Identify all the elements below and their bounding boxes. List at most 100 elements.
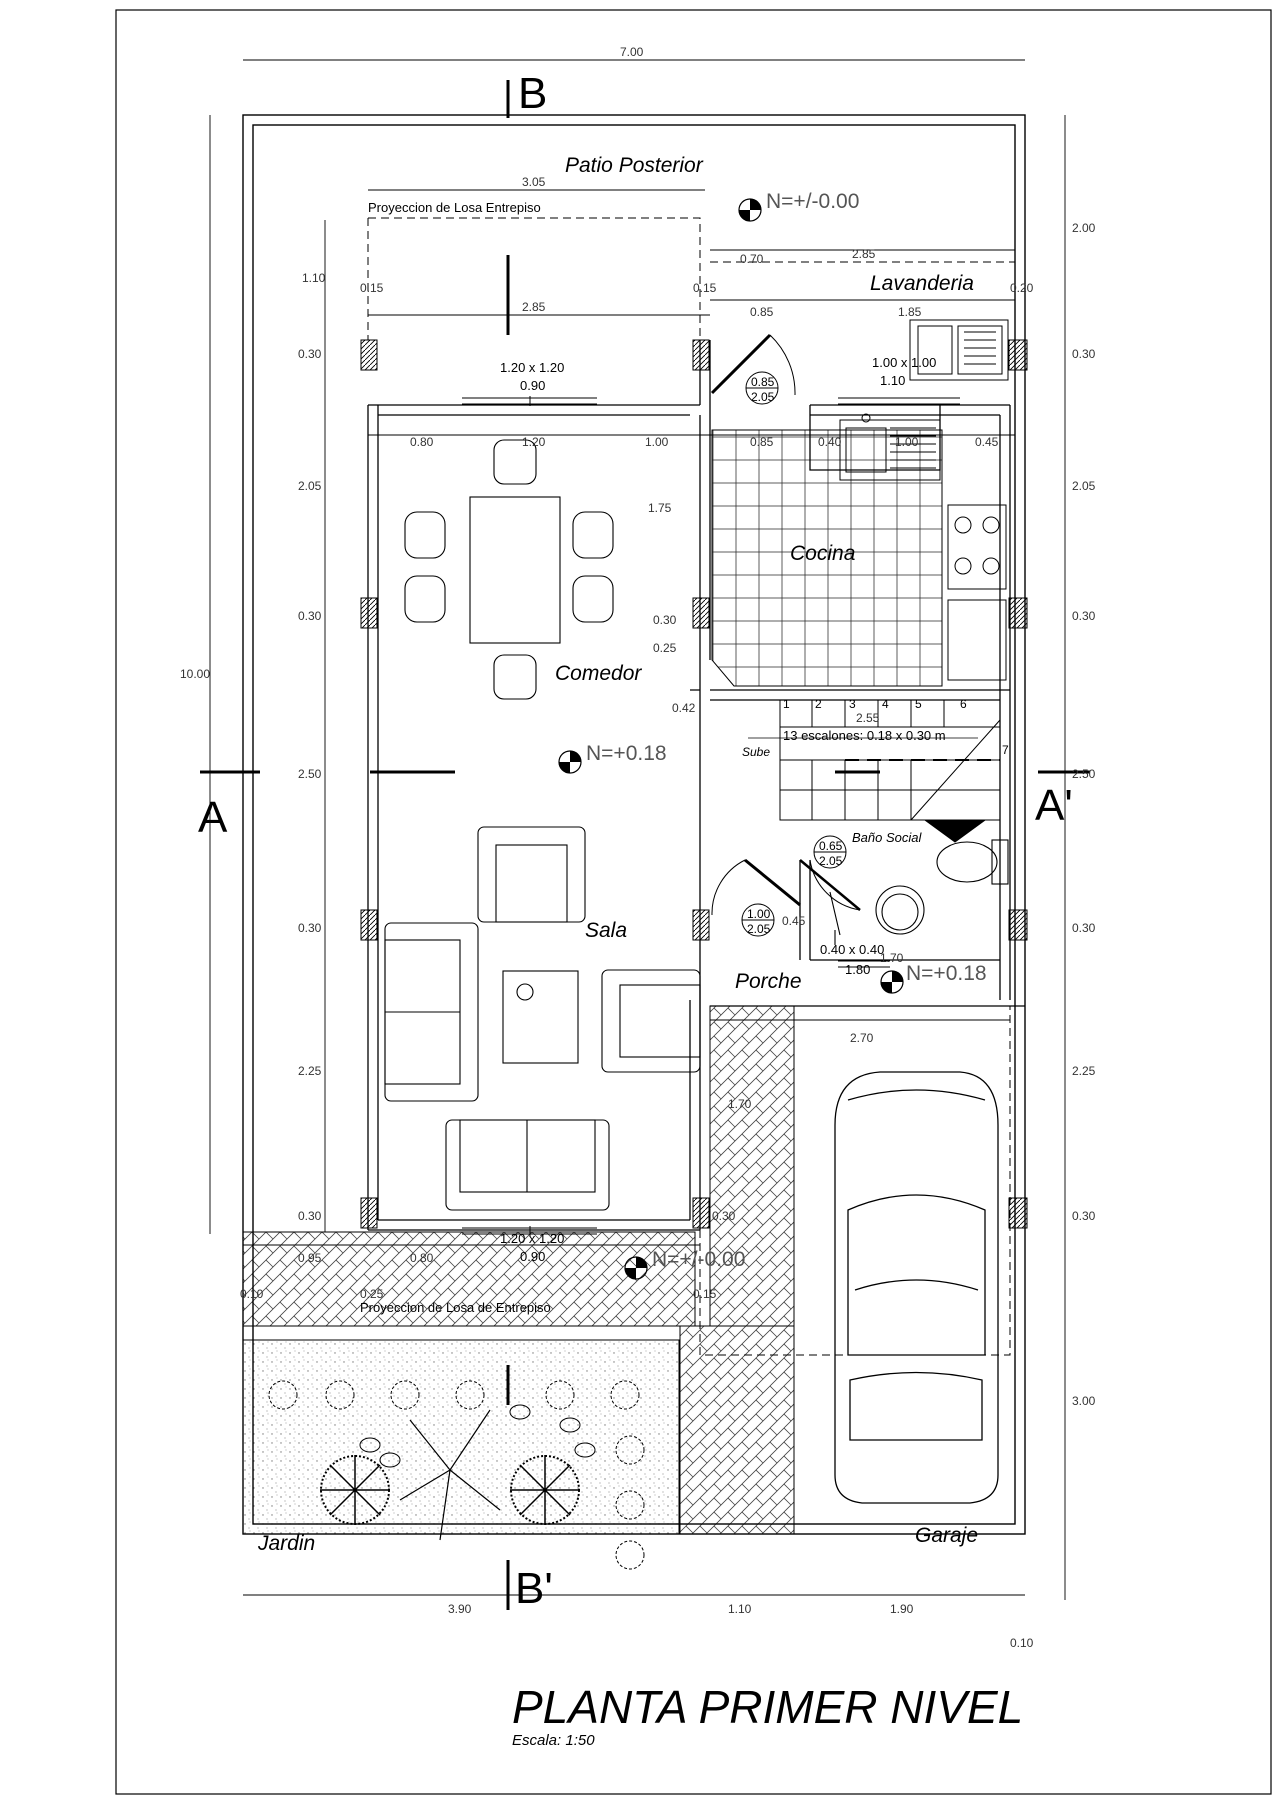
level-text-comedor: N=+0.18 <box>586 742 667 765</box>
stair-number-5: 5 <box>915 697 922 711</box>
stair-number-6: 6 <box>960 697 967 711</box>
plan-scale: Escala: 1:50 <box>512 1732 595 1749</box>
room-label-bano: Baño Social <box>852 830 922 845</box>
dim-patio-width: 3.05 <box>522 175 546 189</box>
window-label-laundry-sill: 1.10 <box>880 373 905 388</box>
section-label-b-top: B <box>518 69 547 118</box>
dim-col-015-b: 0.15 <box>693 281 717 295</box>
level-text-porche: N=+0.18 <box>906 962 987 985</box>
sheet-border <box>115 9 1272 1795</box>
slab-note-top: Proyeccion de Losa Entrepiso <box>368 200 541 215</box>
dim-kitchen-175: 1.75 <box>648 501 672 515</box>
dim-bottom-190: 1.90 <box>890 1602 914 1616</box>
dim-front-030: 0.30 <box>712 1209 736 1223</box>
house-walls <box>367 340 1025 1231</box>
section-label-a-left: A <box>198 793 228 842</box>
dim-laundry-offset: 0.70 <box>740 252 764 266</box>
dim-patio-depth: 1.10 <box>302 271 326 285</box>
window-label-front-sill: 0.90 <box>520 1249 545 1264</box>
dim-right-250: 2.50 <box>1072 767 1096 781</box>
walkway-paving <box>679 1325 795 1535</box>
dim-right-300: 3.00 <box>1072 1394 1096 1408</box>
exterior-walls <box>242 114 1026 1535</box>
level-marker-front: N=+/-0.00 <box>624 1248 745 1280</box>
garden-plants <box>268 1380 645 1570</box>
dim-left-205: 2.05 <box>298 479 322 493</box>
window-label-rear-sill: 0.90 <box>520 378 545 393</box>
dim-front-095: 0.95 <box>298 1251 322 1265</box>
dim-bath-170: 1.70 <box>880 951 904 965</box>
door-tag-kitchen-width: 0.85 <box>751 375 775 389</box>
stair-number-4: 4 <box>882 697 889 711</box>
dim-bath-045: 0.45 <box>782 914 806 928</box>
windows <box>462 396 960 1236</box>
car-top-view <box>834 1071 999 1504</box>
room-label-cocina: Cocina <box>790 542 855 565</box>
dim-stair-255: 2.55 <box>856 711 880 725</box>
level-text-patio: N=+/-0.00 <box>766 190 859 213</box>
dim-right-205: 2.05 <box>1072 479 1096 493</box>
dim-right-200: 2.00 <box>1072 221 1096 235</box>
dim-bottom-110: 1.10 <box>728 1602 752 1616</box>
level-marker-porche: N=+0.18 <box>880 962 987 994</box>
driveway-paving <box>709 1005 795 1327</box>
window-label-bath-size: 0.40 x 0.40 <box>820 942 884 957</box>
front-paving <box>242 1231 696 1327</box>
room-label-patio: Patio Posterior <box>565 154 704 177</box>
kitchen-fixtures <box>839 413 1007 681</box>
dim-front-010: 0.10 <box>240 1287 264 1301</box>
door-tag-entry: 1.00 2.05 <box>741 903 775 937</box>
level-marker-comedor: N=+0.18 <box>558 742 667 774</box>
room-label-lavanderia: Lavanderia <box>870 272 974 295</box>
room-label-sala: Sala <box>585 919 627 942</box>
room-label-porche: Porche <box>735 970 802 993</box>
dim-col-020: 0.20 <box>1010 281 1034 295</box>
door-tag-entry-width: 1.00 <box>747 907 771 921</box>
dim-bottom-010: 0.10 <box>1010 1636 1034 1650</box>
level-text-front: N=+/-0.00 <box>652 1248 745 1271</box>
door-tag-entry-height: 2.05 <box>747 922 771 936</box>
dim-left-030-d: 0.30 <box>298 1209 322 1223</box>
dim-row-100b: 1.00 <box>895 435 919 449</box>
slab-projection-lines <box>367 217 1015 1356</box>
dim-right-030-a: 0.30 <box>1072 347 1096 361</box>
stair-number-7: 7 <box>1002 743 1009 757</box>
garden-area <box>242 1339 680 1535</box>
dim-bottom-390: 3.90 <box>448 1602 472 1616</box>
section-label-b-bottom: B' <box>515 1564 553 1613</box>
dim-left-250: 2.50 <box>298 767 322 781</box>
dim-porch-270: 2.70 <box>850 1031 874 1045</box>
section-cut-lines <box>200 80 1090 1610</box>
door-tag-bath-width: 0.65 <box>819 839 843 853</box>
stairs-sube: Sube <box>742 745 770 759</box>
dim-front-015: 0.15 <box>693 1287 717 1301</box>
dim-top-total: 7.00 <box>620 45 644 59</box>
dim-right-030-d: 0.30 <box>1072 1209 1096 1223</box>
columns <box>360 339 1028 1229</box>
dim-garage-170: 1.70 <box>728 1097 752 1111</box>
section-label-a-right: A' <box>1035 781 1073 830</box>
dimension-labels: 7.00 3.05 2.85 0.70 2.85 1.10 0.15 0.15 … <box>180 45 1096 1650</box>
laundry-tub <box>909 319 1009 381</box>
stairs <box>748 699 1001 821</box>
kitchen-tile-floor <box>711 429 943 687</box>
dim-kitchen-042: 0.42 <box>672 701 696 715</box>
dim-left-225: 2.25 <box>298 1064 322 1078</box>
room-label-comedor: Comedor <box>555 662 642 685</box>
room-label-jardin: Jardin <box>257 1532 315 1555</box>
dining-furniture <box>404 439 614 700</box>
dim-row-085: 0.85 <box>750 435 774 449</box>
level-marker-patio: N=+/-0.00 <box>738 190 859 222</box>
door-tag-kitchen-height: 2.05 <box>751 390 775 404</box>
dim-row-045: 0.45 <box>975 435 999 449</box>
dim-left-total: 10.00 <box>180 667 210 681</box>
living-furniture <box>384 826 701 1211</box>
dim-row-040: 0.40 <box>818 435 842 449</box>
door-tag-bath: 0.65 2.05 <box>813 835 847 869</box>
dim-right-030-b: 0.30 <box>1072 609 1096 623</box>
dim-left-030-b: 0.30 <box>298 609 322 623</box>
dimension-lines <box>209 59 1066 1600</box>
dim-col-185: 1.85 <box>898 305 922 319</box>
stair-number-3: 3 <box>849 697 856 711</box>
